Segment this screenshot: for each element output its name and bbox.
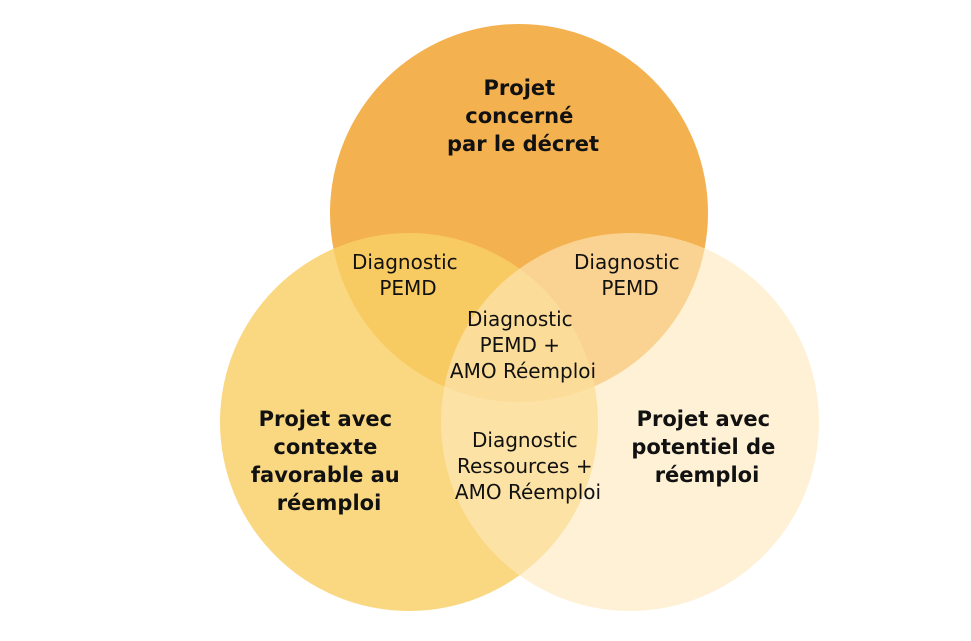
label-potentiel-reemploi: Projet avec potentiel de réemploi <box>631 407 782 487</box>
label-contexte-favorable: Projet avec contexte favorable au réempl… <box>251 407 407 515</box>
label-intersection-center: Diagnostic PEMD + AMO Réemploi <box>450 307 596 383</box>
label-intersection-left-right: Diagnostic Ressources + AMO Réemploi <box>455 428 601 504</box>
label-intersection-top-right: Diagnostic PEMD <box>574 250 686 300</box>
circle-potentiel-reemploi <box>441 233 819 611</box>
label-projet-concerne: Projet concerné par le décret <box>447 76 599 156</box>
label-intersection-top-left: Diagnostic PEMD <box>352 250 464 300</box>
